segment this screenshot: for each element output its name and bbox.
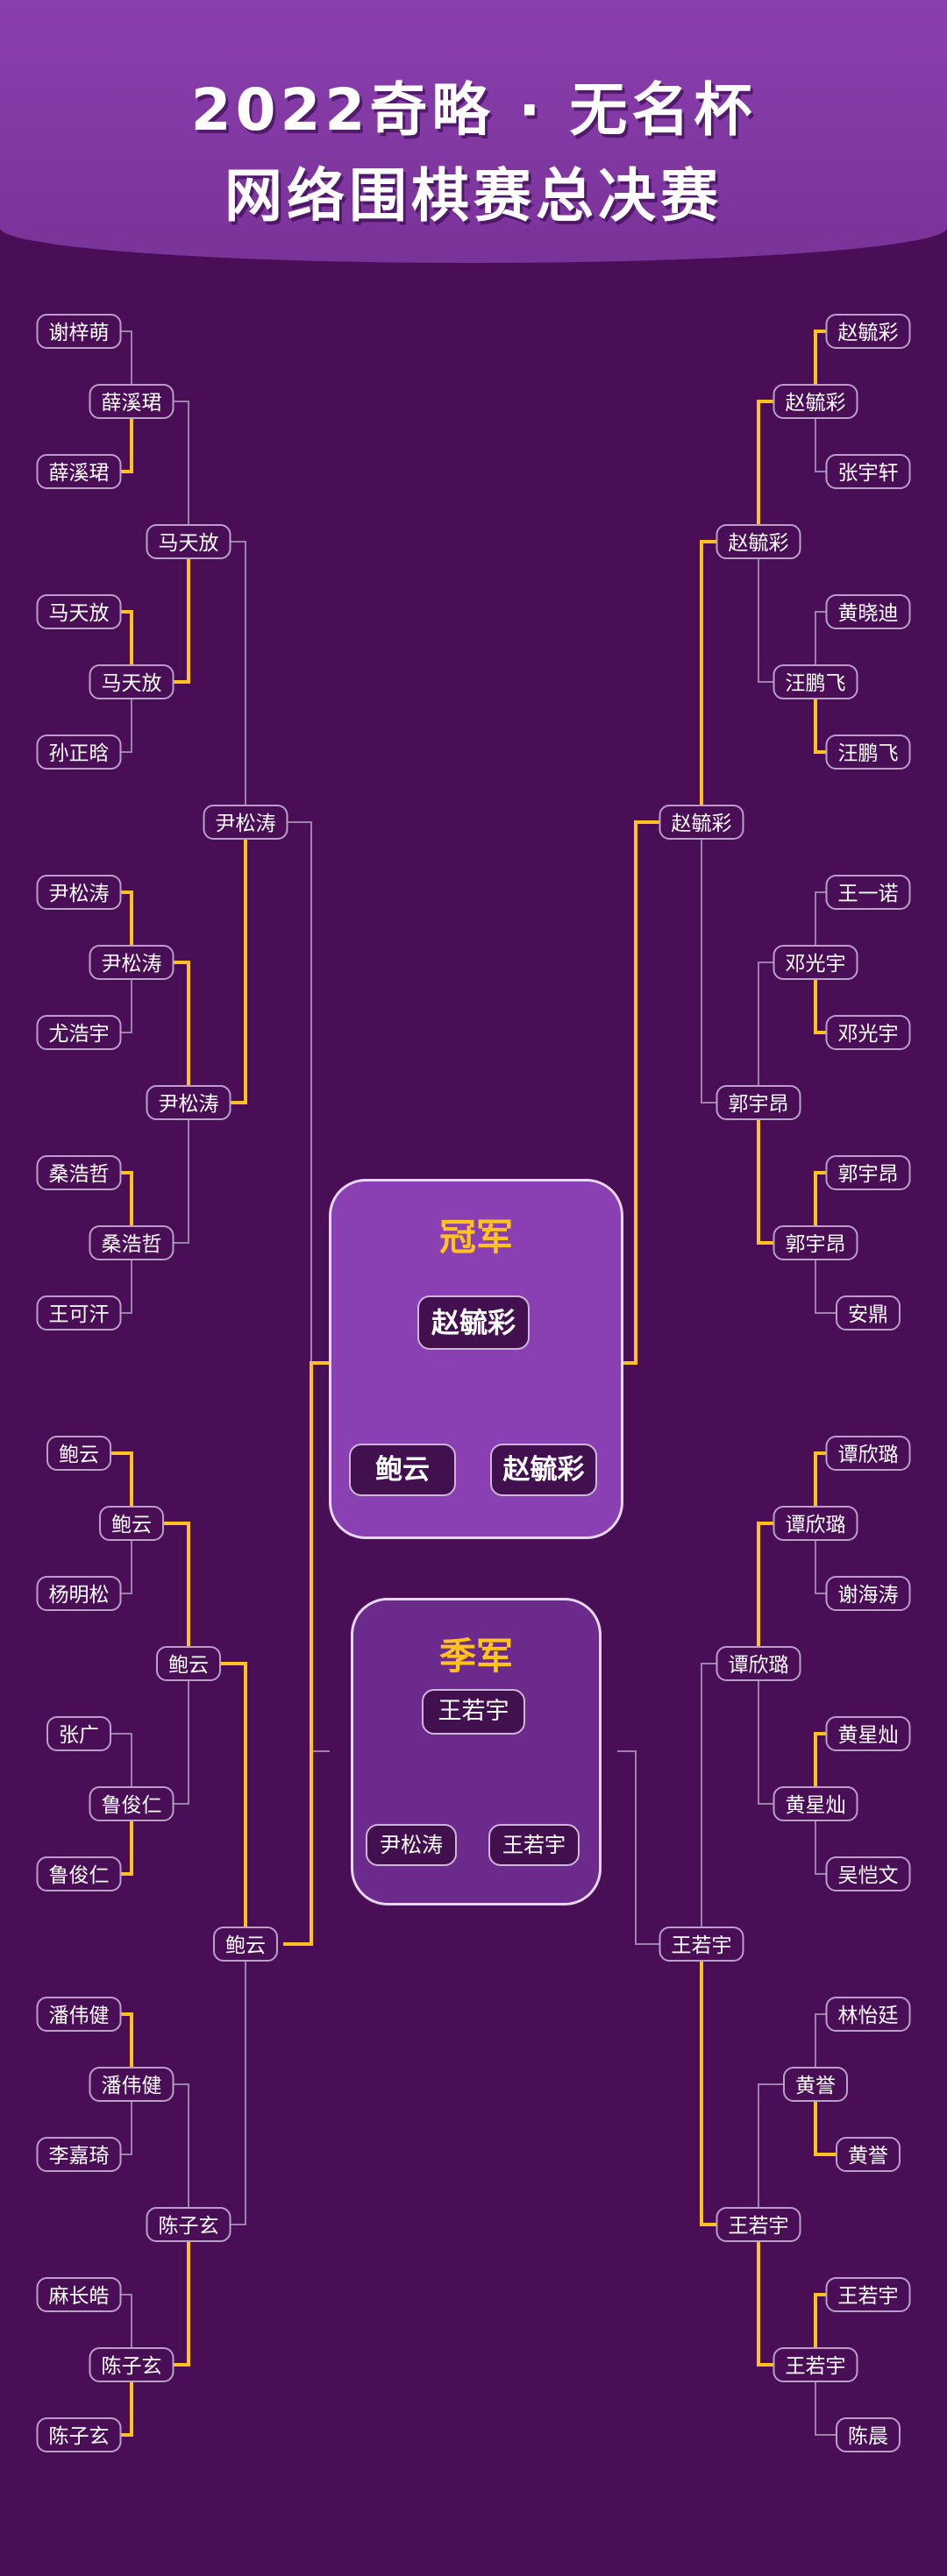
right-r1-player: 赵毓彩 — [825, 314, 911, 349]
right-r3-player: 谭欣璐 — [716, 1646, 801, 1681]
left-r1-player: 鲍云 — [46, 1436, 111, 1471]
left-r1-player: 麻长皓 — [36, 2277, 122, 2312]
left-r1-player: 谢梓萌 — [36, 314, 122, 349]
right-r1-player: 汪鹏飞 — [825, 734, 911, 770]
left-r2-player: 鲁俊仁 — [89, 1786, 174, 1821]
right-r2-player: 汪鹏飞 — [773, 664, 858, 699]
header-banner: 2022奇略 · 无名杯 网络围棋赛总决赛 — [0, 0, 947, 263]
right-r1-player: 安鼎 — [836, 1295, 901, 1331]
left-r2-player: 陈子玄 — [89, 2347, 174, 2382]
right-r4-player: 赵毓彩 — [659, 805, 744, 840]
left-r3-player: 鲍云 — [156, 1646, 221, 1681]
final-player-right: 赵毓彩 — [490, 1444, 597, 1496]
right-r1-player: 谢海涛 — [825, 1576, 911, 1611]
left-r2-player: 潘伟健 — [89, 2067, 174, 2102]
right-r2-player: 黄星灿 — [773, 1786, 858, 1821]
left-r1-player: 尤浩宇 — [36, 1015, 122, 1050]
right-r1-player: 黄晓迪 — [825, 594, 911, 629]
left-r3-player: 马天放 — [146, 524, 231, 559]
right-r2-player: 谭欣璐 — [773, 1506, 858, 1541]
right-r1-player: 黄星灿 — [825, 1716, 911, 1751]
left-r2-player: 尹松涛 — [89, 945, 174, 980]
left-r1-player: 张广 — [46, 1716, 111, 1751]
title-line-2: 网络围棋赛总决赛 — [224, 162, 723, 230]
right-r1-player: 邓光宇 — [825, 1015, 911, 1050]
left-r3-player: 尹松涛 — [146, 1085, 231, 1120]
right-r2-player: 王若宇 — [773, 2347, 858, 2382]
right-r2-player: 赵毓彩 — [773, 384, 858, 419]
left-r1-player: 杨明松 — [36, 1576, 122, 1611]
left-r4-player: 尹松涛 — [203, 805, 288, 840]
right-r2-player: 黄誉 — [783, 2067, 848, 2102]
right-r3-player: 赵毓彩 — [716, 524, 801, 559]
left-r1-player: 马天放 — [36, 594, 122, 629]
third-place-player-right: 王若宇 — [488, 1824, 580, 1866]
right-r3-player: 王若宇 — [716, 2207, 801, 2242]
champion-title: 冠军 — [438, 1216, 513, 1259]
left-r1-player: 薛溪珺 — [36, 454, 122, 489]
title-line-1: 2022奇略 · 无名杯 — [190, 76, 757, 144]
right-r3-player: 郭宇昂 — [716, 1085, 801, 1120]
left-r1-player: 潘伟健 — [36, 1997, 122, 2032]
champion-name: 赵毓彩 — [417, 1295, 530, 1350]
right-r1-player: 谭欣璐 — [825, 1436, 911, 1471]
right-r2-player: 邓光宇 — [773, 945, 858, 980]
final-player-left: 鲍云 — [349, 1444, 456, 1496]
left-r4-player: 鲍云 — [213, 1927, 278, 1962]
left-r1-player: 尹松涛 — [36, 875, 122, 910]
left-r1-player: 桑浩哲 — [36, 1155, 122, 1190]
left-r1-player: 李嘉琦 — [36, 2137, 122, 2172]
left-r3-player: 陈子玄 — [146, 2207, 231, 2242]
third-place-player-left: 尹松涛 — [366, 1824, 457, 1866]
left-r2-player: 鲍云 — [99, 1506, 164, 1541]
right-r1-player: 张宇轩 — [825, 454, 911, 489]
right-r1-player: 陈晨 — [836, 2417, 901, 2452]
left-r2-player: 薛溪珺 — [89, 384, 174, 419]
right-r1-player: 黄誉 — [836, 2137, 901, 2172]
right-r1-player: 郭宇昂 — [825, 1155, 911, 1190]
right-r1-player: 王一诺 — [825, 875, 911, 910]
right-r1-player: 吴恺文 — [825, 1856, 911, 1891]
third-place-title: 季军 — [438, 1635, 513, 1678]
right-r1-player: 林怡廷 — [825, 1997, 911, 2032]
left-r2-player: 桑浩哲 — [89, 1225, 174, 1260]
right-r2-player: 郭宇昂 — [773, 1225, 858, 1260]
right-r4-player: 王若宇 — [659, 1927, 744, 1962]
left-r1-player: 陈子玄 — [36, 2417, 122, 2452]
right-r1-player: 王若宇 — [825, 2277, 911, 2312]
left-r1-player: 王可汗 — [36, 1295, 122, 1331]
left-r1-player: 鲁俊仁 — [36, 1856, 122, 1891]
left-r1-player: 孙正晗 — [36, 734, 122, 770]
left-r2-player: 马天放 — [89, 664, 174, 699]
third-place-name: 王若宇 — [422, 1689, 525, 1735]
